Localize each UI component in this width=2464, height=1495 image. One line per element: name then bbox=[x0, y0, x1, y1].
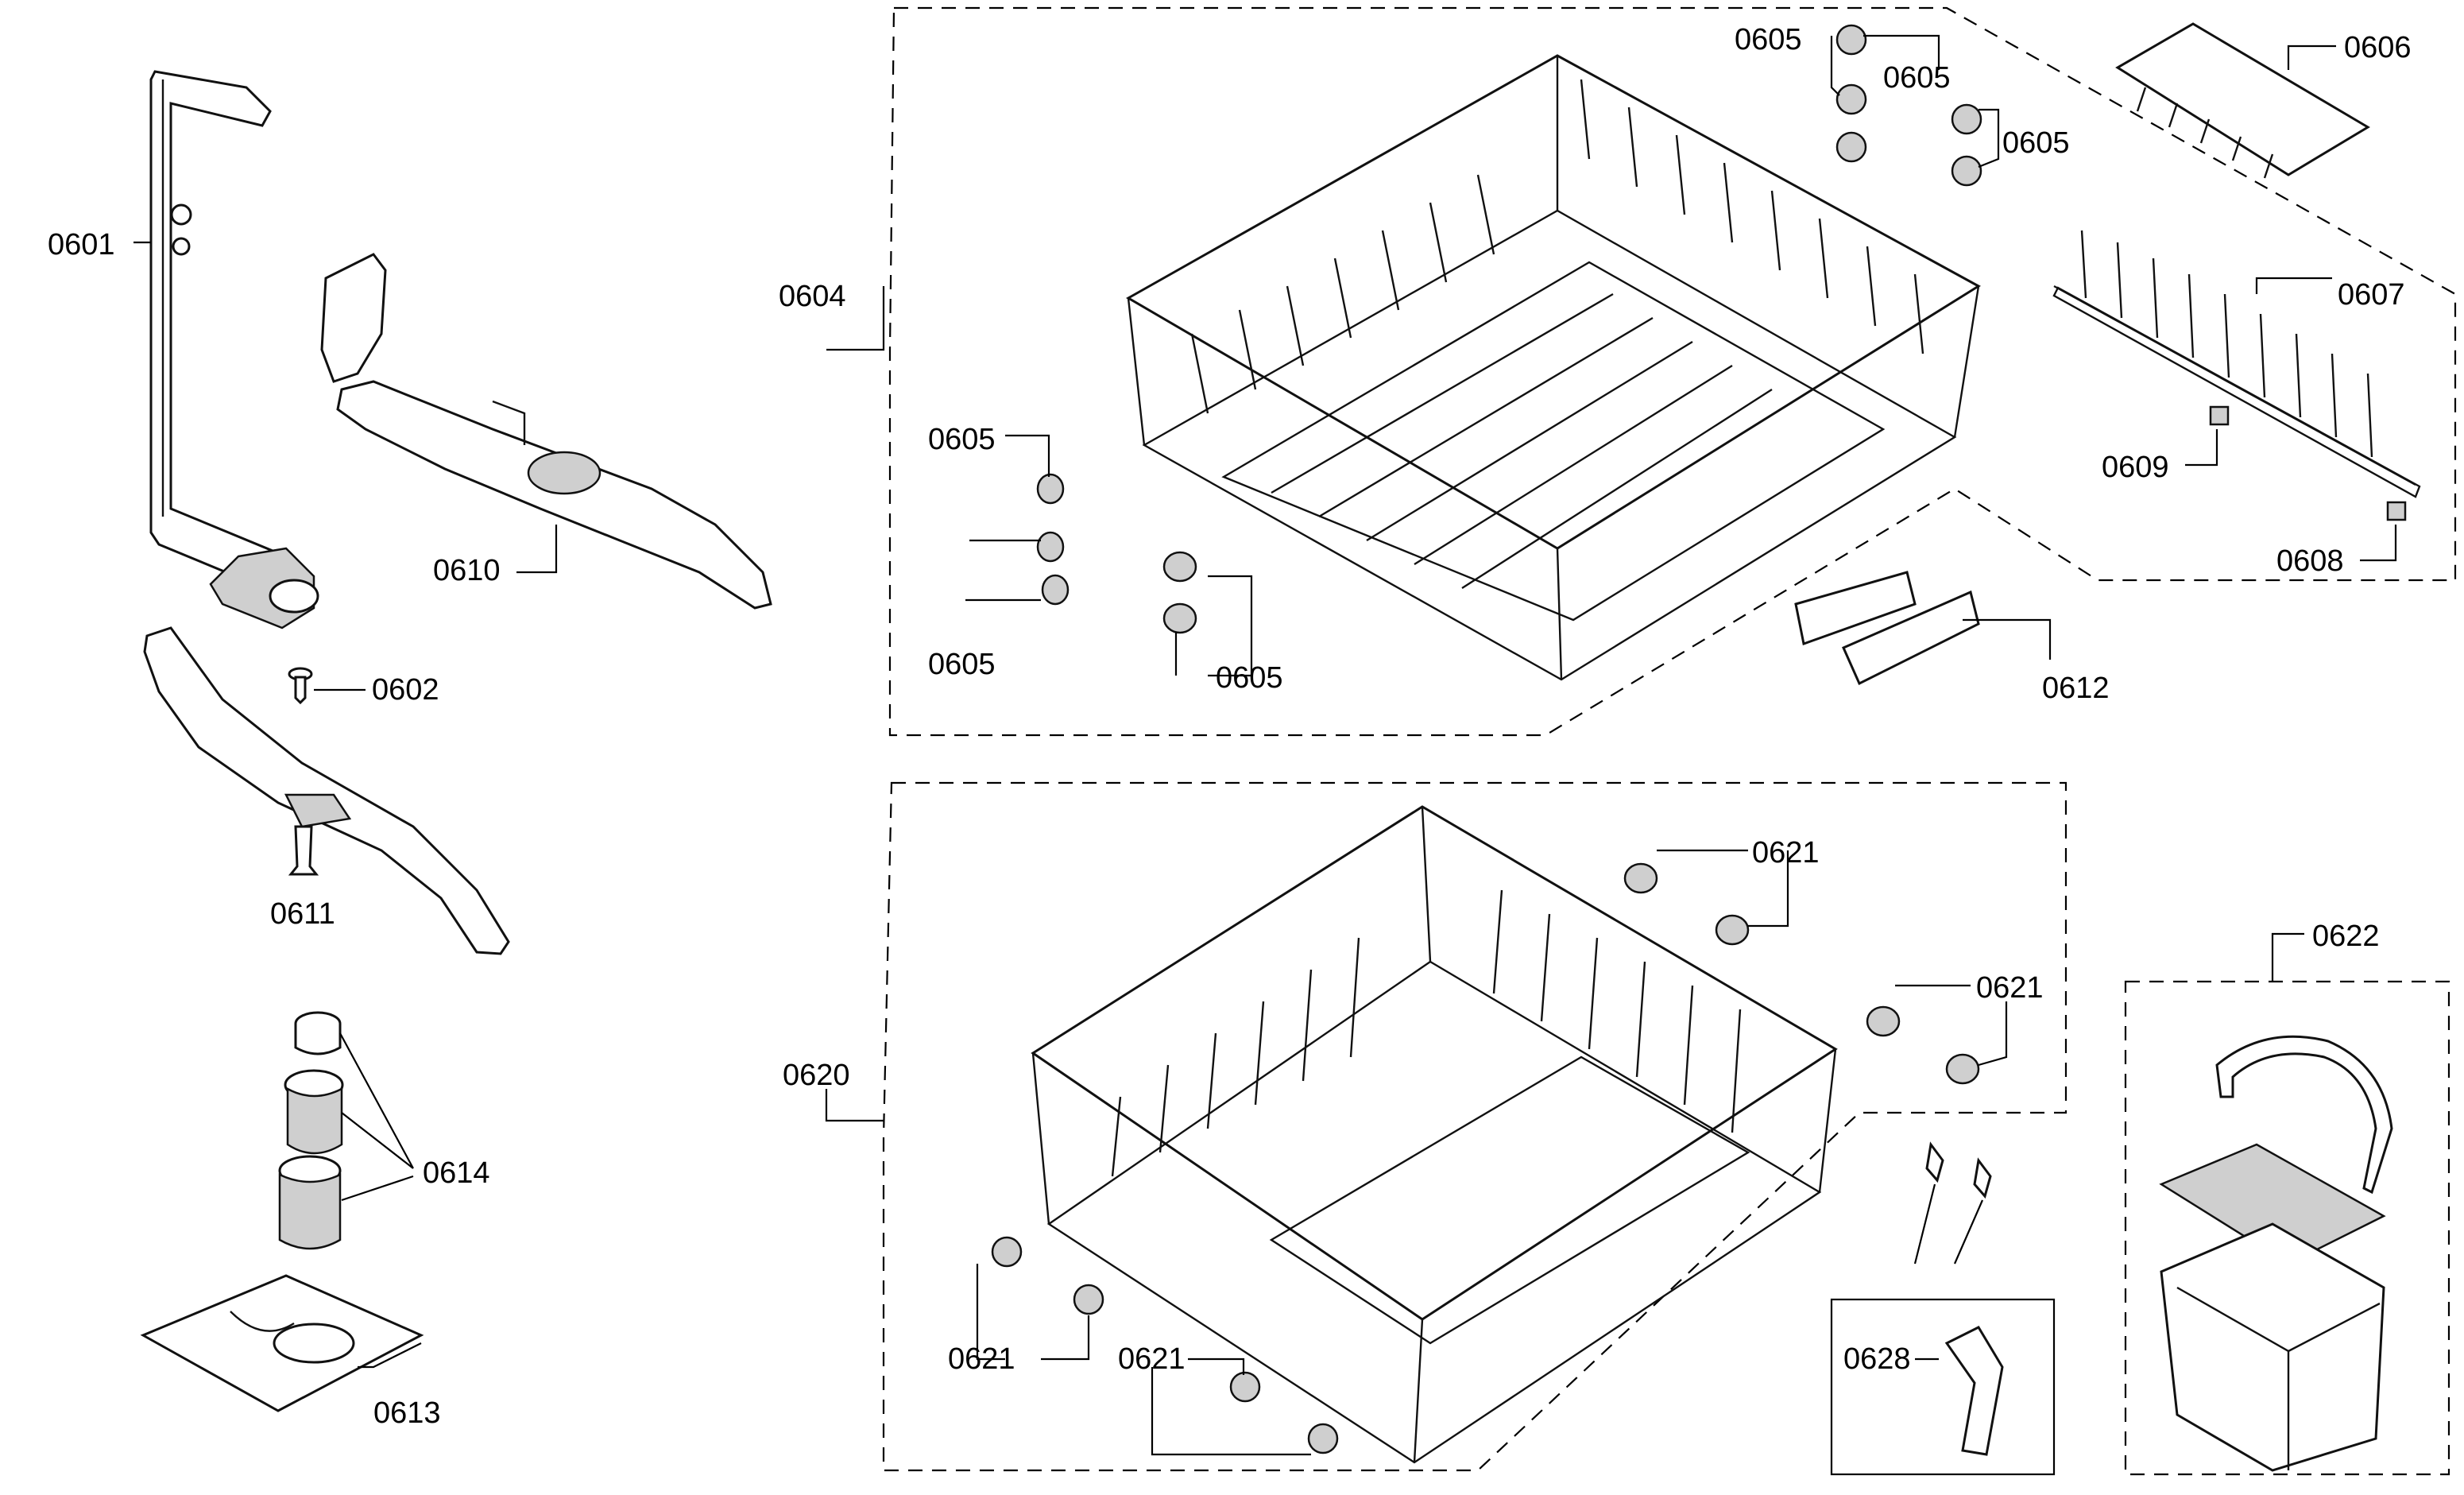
lower-rack-part bbox=[1031, 805, 1838, 1464]
label-0605-top-mid: 0605 bbox=[1883, 61, 1951, 95]
label-0620: 0620 bbox=[783, 1059, 850, 1092]
cutlery-basket-group-boundary bbox=[2124, 980, 2450, 1476]
label-0613: 0613 bbox=[373, 1396, 441, 1430]
lower-spray-arm-part bbox=[143, 626, 510, 955]
lower-rack-group-boundary bbox=[882, 781, 2068, 1472]
label-0621-right: 0621 bbox=[1976, 971, 2044, 1005]
lower-rack-wheels bbox=[991, 862, 1980, 1454]
clip-0608-part bbox=[2386, 501, 2407, 521]
label-0605-top-right: 0605 bbox=[2002, 126, 2070, 160]
tine-rack-part bbox=[2052, 230, 2421, 498]
label-0622: 0622 bbox=[2312, 920, 2380, 953]
label-0604: 0604 bbox=[779, 280, 846, 313]
label-0621-bottom: 0621 bbox=[1118, 1342, 1186, 1376]
label-0611: 0611 bbox=[270, 897, 335, 931]
label-0602: 0602 bbox=[372, 673, 439, 707]
upper-rack-part bbox=[1125, 54, 1981, 681]
label-0605-top-left: 0605 bbox=[1735, 23, 1802, 56]
upper-rack-group-boundary bbox=[888, 6, 2457, 737]
leader-lines bbox=[133, 34, 2397, 1456]
filter-plate-part bbox=[140, 1274, 424, 1412]
label-0607: 0607 bbox=[2338, 278, 2405, 312]
label-0612: 0612 bbox=[2042, 672, 2110, 705]
rack-clip-parts bbox=[1925, 1141, 2004, 1456]
label-0610: 0610 bbox=[433, 554, 501, 587]
filter-stack-part bbox=[278, 1011, 344, 1250]
label-0621-top: 0621 bbox=[1752, 836, 1820, 870]
cutlery-basket-part bbox=[2159, 1035, 2393, 1472]
upper-spray-arm-part bbox=[320, 253, 772, 610]
label-0606: 0606 bbox=[2344, 31, 2412, 64]
part-labels: 0601 0610 0602 0611 0614 0613 0604 0605 … bbox=[48, 23, 2412, 1430]
spray-tube-part bbox=[149, 70, 319, 629]
upper-rack-wheels bbox=[1036, 24, 1982, 634]
rack-handle-part bbox=[1794, 571, 1980, 686]
label-0621-left: 0621 bbox=[948, 1342, 1015, 1376]
screw-part bbox=[288, 667, 313, 705]
label-0628: 0628 bbox=[1843, 1342, 1911, 1376]
label-0605-left-top: 0605 bbox=[928, 423, 996, 456]
label-0614: 0614 bbox=[423, 1156, 490, 1190]
clip-group-box bbox=[1830, 1298, 2056, 1476]
clip-0609-part bbox=[2209, 405, 2230, 426]
label-0601: 0601 bbox=[48, 228, 115, 261]
label-0605-left-bottom: 0605 bbox=[928, 648, 996, 681]
label-0609: 0609 bbox=[2102, 451, 2169, 484]
label-0608: 0608 bbox=[2276, 544, 2344, 578]
tine-row-part bbox=[2115, 22, 2370, 179]
label-0605-center: 0605 bbox=[1216, 661, 1283, 695]
